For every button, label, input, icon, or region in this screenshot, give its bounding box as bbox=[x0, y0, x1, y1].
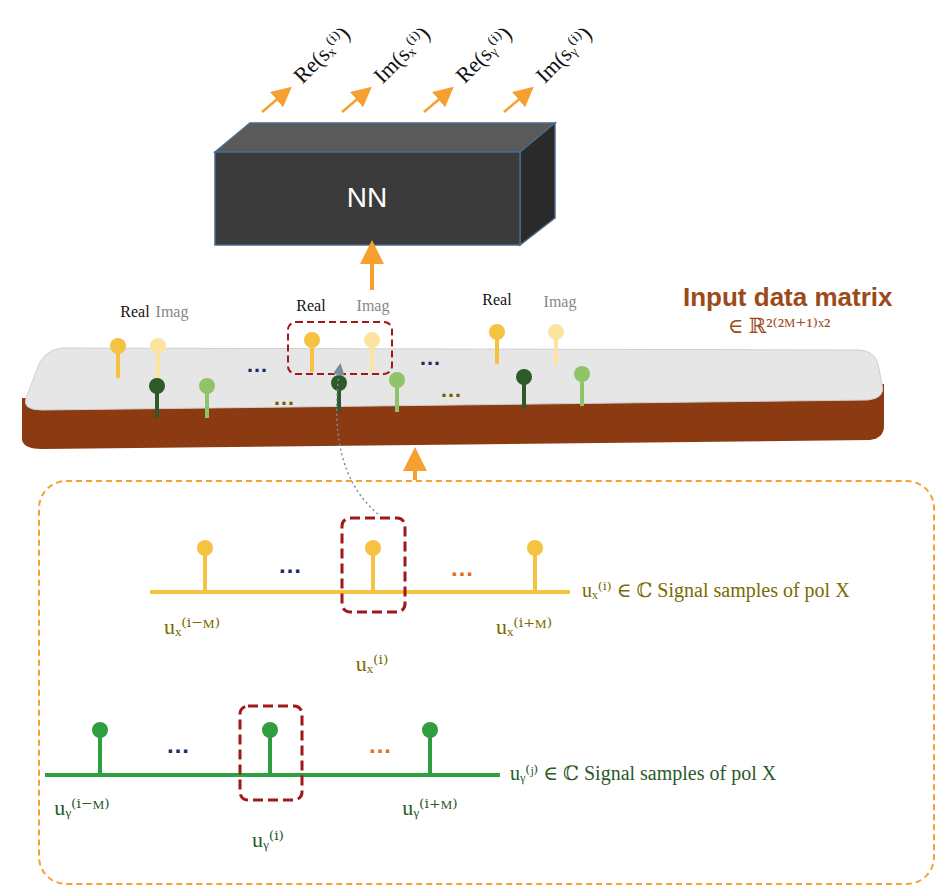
input-slab bbox=[22, 348, 884, 449]
ellipsis: … bbox=[368, 731, 392, 759]
matrix-stems bbox=[110, 324, 590, 418]
ellipsis: … bbox=[246, 352, 268, 378]
flow-arrow bbox=[370, 248, 374, 290]
selected-sample-box bbox=[240, 706, 302, 800]
output-label: Re(sᵧ⁽ⁱ⁾) bbox=[451, 22, 518, 89]
selected-sample-box bbox=[342, 518, 405, 612]
ellipsis: … bbox=[273, 385, 295, 411]
signal-region: uₓ⁽ⁱ⁾ ∈ ℂ Signal samples of pol X uᵧ⁽ʲ⁾ ∈… bbox=[38, 480, 935, 885]
ellipsis: … bbox=[278, 551, 302, 579]
component-label: Real bbox=[296, 297, 325, 315]
sample-label: uᵧ⁽ⁱ⁻ᴹ⁾ bbox=[54, 795, 110, 821]
ellipsis: … bbox=[450, 554, 474, 582]
signal-description: uᵧ⁽ʲ⁾ ∈ ℂ Signal samples of pol X bbox=[510, 761, 776, 785]
component-label: Real bbox=[120, 303, 149, 321]
sample-label: uₓ⁽ⁱ⁾ bbox=[356, 651, 389, 677]
mapping-leader bbox=[337, 366, 378, 514]
selected-pair-box bbox=[288, 322, 392, 374]
output-arrows bbox=[262, 90, 530, 112]
signal-description: ∈ ℝ²⁽²ᴹ⁺¹⁾ˣ² bbox=[728, 314, 830, 339]
component-label: Real bbox=[482, 291, 511, 309]
ellipsis: … bbox=[166, 731, 190, 759]
output-label: Im(sₓ⁽ⁱ⁾) bbox=[368, 21, 435, 88]
matrix-title: Input data matrix bbox=[683, 282, 892, 313]
sample-label: uₓ⁽ⁱ⁺ᴹ⁾ bbox=[496, 614, 552, 640]
ellipsis: … bbox=[419, 345, 441, 371]
signal-description: uₓ⁽ⁱ⁾ ∈ ℂ Signal samples of pol X bbox=[582, 578, 850, 602]
component-label: Imag bbox=[357, 297, 390, 315]
nn-box-3d bbox=[215, 123, 555, 245]
sample-label: uᵧ⁽ⁱ⁾ bbox=[252, 827, 284, 853]
signal-x bbox=[150, 540, 570, 592]
sample-label: uᵧ⁽ⁱ⁺ᴹ⁾ bbox=[402, 795, 458, 821]
box-label: NN bbox=[347, 182, 387, 214]
output-label: Re(sₓ⁽ⁱ⁾) bbox=[288, 21, 355, 88]
signal-y bbox=[45, 722, 500, 775]
component-label: Imag bbox=[544, 293, 577, 311]
output-label: Im(sᵧ⁽ⁱ⁾) bbox=[531, 22, 598, 89]
component-label: Imag bbox=[156, 303, 189, 321]
sample-label: uₓ⁽ⁱ⁻ᴹ⁾ bbox=[164, 614, 220, 640]
ellipsis: … bbox=[440, 377, 462, 403]
flow-arrow bbox=[413, 455, 417, 480]
nn-box: NN bbox=[215, 152, 520, 245]
